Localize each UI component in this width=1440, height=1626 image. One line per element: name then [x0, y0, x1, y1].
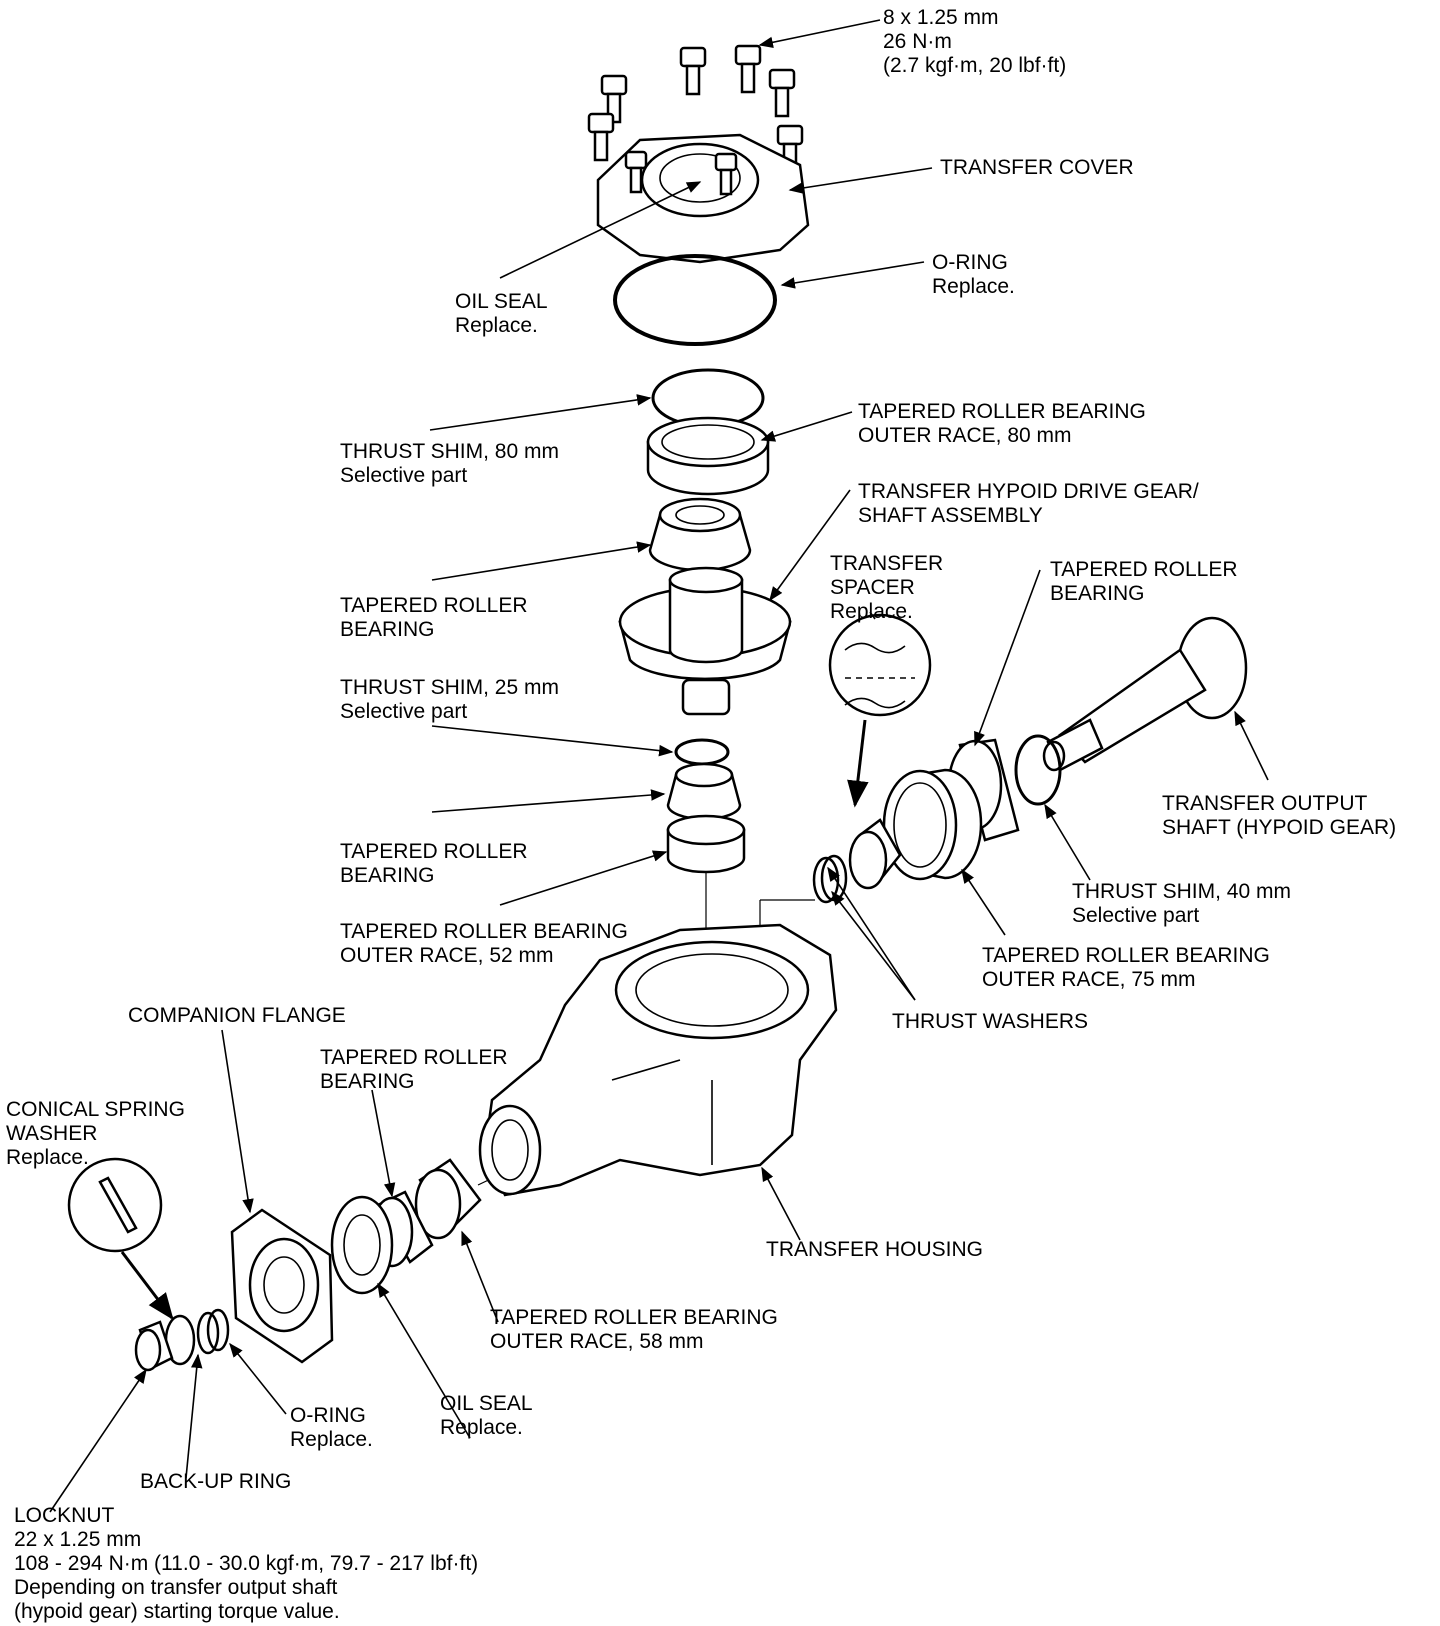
thrust-shim-40 — [1014, 734, 1062, 806]
label-thrust-washers: THRUST WASHERS — [892, 1010, 1089, 1033]
spacer-and-washers — [812, 818, 902, 904]
transfer-spacer-inset — [828, 613, 932, 717]
oil-seal-bottom — [330, 1195, 394, 1295]
transfer-housing — [478, 923, 838, 1197]
bolt — [768, 68, 796, 118]
transfer-output-shaft — [1042, 616, 1248, 772]
label-backup-ring: BACK-UP RING — [140, 1470, 292, 1493]
thrust-shim-25 — [674, 738, 730, 766]
label-companion-flange: COMPANION FLANGE — [128, 1004, 346, 1027]
o-ring-top — [613, 254, 777, 346]
bolt — [587, 112, 615, 162]
conical-spring-washer-inset — [67, 1157, 163, 1253]
bolt — [679, 46, 707, 96]
label-transfer-housing: TRANSFER HOUSING — [766, 1238, 984, 1261]
bolt — [734, 44, 762, 94]
transfer-cover — [596, 133, 810, 264]
label-transfer-cover: TRANSFER COVER — [940, 156, 1134, 179]
outer-race-75 — [882, 768, 983, 881]
label-hypoid-drive-gear: TRANSFER HYPOID DRIVE GEAR/SHAFT ASSEMBL… — [858, 480, 1199, 527]
small-rings-and-locknut — [134, 1308, 230, 1372]
outer-race-52 — [666, 814, 746, 874]
hypoid-drive-gear — [618, 566, 792, 716]
companion-flange — [230, 1208, 334, 1364]
bearing-mid — [666, 762, 742, 821]
bearing-upper — [648, 497, 752, 572]
leader-lines — [49, 19, 1269, 1513]
outer-race-80 — [646, 416, 770, 496]
outer-race-58 — [414, 1158, 482, 1240]
